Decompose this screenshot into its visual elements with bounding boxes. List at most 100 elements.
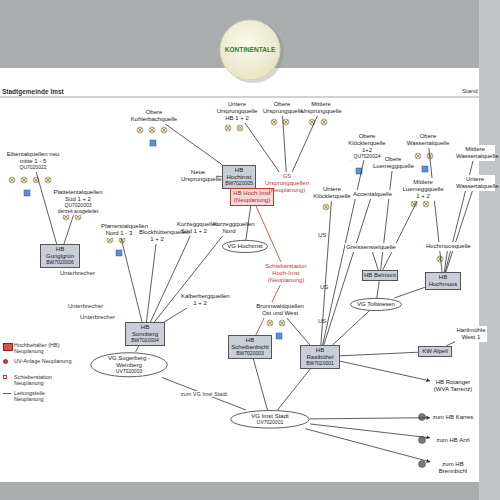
legend-sample [3, 359, 8, 364]
pipe-connector [372, 252, 378, 270]
tank-box: HB ScheibenbichlBW7020003 [228, 335, 272, 359]
spring-label: Pfarrerstalquellen Nord 1 - 3 [100, 222, 138, 238]
spring-label: Eibentalquellen neu mitte 1 - 5QU7020022 [2, 150, 64, 172]
pipe-connector [310, 418, 430, 419]
node-text: HB Belmont [364, 272, 396, 279]
note-label: US [320, 284, 328, 291]
node-text: Obere Ursprungquelle [263, 101, 301, 115]
legend-entry: Hochbehälter (HB) Neuplanung [3, 342, 75, 355]
legend-entry: Schieberstation Neuplanung [3, 374, 75, 387]
spring-label: Untere Klöcklerquelle [312, 185, 352, 201]
spring-label: Blockhüttenquellen 1 + 2 [138, 228, 176, 244]
ellipse-shape [351, 298, 402, 310]
ellipse-shape [91, 353, 167, 377]
spring-label: Hartlmühle West 1 [455, 326, 487, 342]
note-label: Stand [462, 88, 478, 95]
node-text: VG Sugerberg - Weinberg [95, 355, 163, 369]
node-text: Pfarrerstalquellen Nord 1 - 3 [101, 223, 137, 237]
node-text: HB Rastbühel [302, 347, 338, 361]
spring-label: zum HB Arzl [430, 436, 476, 445]
legend-entry: Leitungsteile Neuplanung [3, 390, 75, 403]
pipe-connector [394, 287, 425, 298]
node-text: KW Alpeil [420, 348, 450, 355]
spring-label: Neue Ursprungquelle [180, 168, 216, 184]
node-text: UV7020001 [235, 420, 305, 426]
node-text: UV7020003 [95, 369, 163, 375]
planning-label: Schieberstation Hoch-Imst (Neuplanung) [258, 262, 314, 285]
node-text: HB Hochmoos [427, 274, 459, 288]
tank-box: HB HochimstBW7020005 [222, 165, 256, 189]
pipe-connector [253, 359, 267, 410]
planned-tank-box: HB Hoch-Imst (Neuplanung) [230, 188, 274, 206]
node-text: HB Rotanger (WVA Tarrenz) [431, 379, 475, 393]
pipe-connector [383, 201, 418, 270]
legend-entry: UV-Anlage Neuplanung [3, 358, 75, 364]
node-text: Neue Ursprungquelle [181, 169, 215, 183]
tank-box: HB Belmont [362, 270, 398, 281]
node-text: BW7020006 [42, 260, 78, 266]
node-text: Obere Wassertalquelle [406, 133, 450, 147]
spring-label: Kurzeggquellen Süd 1 + 2 [176, 220, 212, 236]
pipe-connector [305, 429, 430, 462]
magnet [220, 20, 280, 80]
node-text: VG Hochimst [227, 243, 263, 250]
tank-box: HB GunglgrünBW7020006 [40, 244, 80, 268]
node-text: Hochmoosquelle [426, 243, 470, 250]
node-text: Untere Ursprungquelle HB 1 + 2 [216, 101, 258, 122]
node-text: HB Sonnberg [127, 324, 163, 338]
ellipse-shape [231, 411, 309, 429]
note-label: US [318, 318, 326, 325]
node-text: zum HB Arzl [431, 437, 475, 444]
pipe-connector [310, 424, 430, 438]
node-text: Obere Klöcklerquelle 1+2 [343, 133, 391, 154]
node-text: Blockhüttenquellen 1 + 2 [139, 229, 175, 243]
pipe-connector [154, 236, 222, 322]
node-text: HB Hochimst [224, 167, 254, 181]
node-text: Brunnwaldquellen Ost und West [256, 303, 304, 317]
pipe-connector [381, 171, 392, 270]
spring-label: Obere Kohlerbachquelle [128, 108, 180, 124]
pipe-connector [64, 215, 74, 244]
junction-ellipse: VG Tollwiesen [350, 298, 402, 311]
spring-label: Obere Wassertalquelle [405, 132, 451, 148]
pipe-connector [446, 191, 473, 272]
junction-ellipse: VG Hochimst [222, 240, 268, 253]
magnet-brand: KONTINENTALE [220, 46, 280, 53]
node-text: BW7020003 [230, 351, 270, 357]
connector-label: zum VG Imst Stadt [181, 391, 227, 397]
spring-label: Obere Klöcklerquelle 1+2QU7020024 [342, 132, 392, 160]
node-text: Mittlere Luemeggquelle 1 + 2 [401, 179, 445, 200]
node-text: Kalberbergquellen 1 + 2 [181, 293, 219, 307]
spring-label: Mittlere Luemeggquelle 1 + 2 [400, 178, 446, 201]
spring-label: zum HB Brennbichl [430, 460, 476, 476]
spring-label: Hochmoosquelle [425, 242, 471, 251]
note-label: US [318, 232, 326, 239]
note-label: Unterbrecher [68, 303, 103, 310]
spring-label: Untere Wassertalquelle [455, 175, 495, 191]
tank-box: HB Hochmoos [425, 272, 461, 290]
pipe-connector [136, 346, 139, 352]
node-text: Untere Klöcklerquelle [313, 186, 351, 200]
board-frame [479, 0, 500, 500]
spring-label: zum HB Karres [430, 413, 476, 422]
pipe-connector [377, 281, 379, 298]
node-text: QU7020024 [343, 154, 391, 160]
tank-box: KW Alpeil [418, 346, 452, 357]
pipe-connector [333, 311, 370, 345]
legend-swatch [3, 343, 13, 351]
node-text: HB Gunglgrün [42, 246, 78, 260]
spring-label: Mittlere Ursprungquelle [300, 100, 342, 116]
legend-text: Hochbehälter (HB) Neuplanung [14, 342, 75, 355]
ellipse-shape [222, 240, 267, 252]
node-text: zum HB Karres [431, 414, 475, 421]
spring-label: Kalberbergquellen 1 + 2 [180, 292, 220, 308]
note-label: Unterbrecher [80, 314, 115, 321]
node-text: Kurzeggquellen Süd 1 + 2 [177, 221, 211, 235]
node-text: HB Hoch-Imst (Neuplanung) [232, 190, 272, 204]
node-text: VG Tollwiesen [355, 301, 397, 308]
pipe-connector [164, 308, 187, 322]
collector-squares [24, 140, 428, 339]
pipe-connector [146, 244, 156, 322]
node-text: Hartlmühle West 1 [456, 327, 486, 341]
